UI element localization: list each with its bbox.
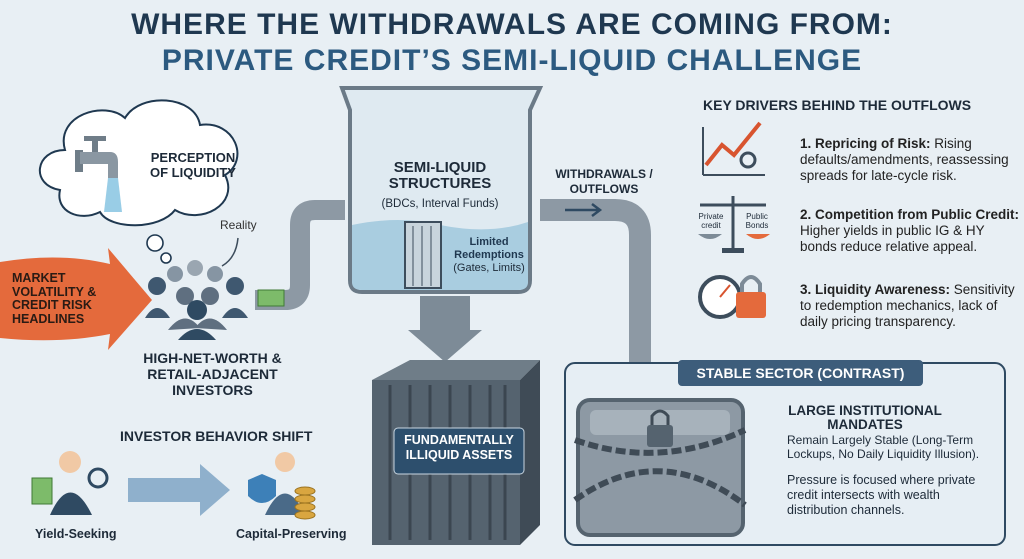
cash-icon	[257, 289, 285, 307]
capital-preserving-label: Capital-Preserving	[236, 527, 347, 541]
chained-chest-icon	[573, 398, 747, 537]
crate-label: FUNDAMENTALLY ILLIQUID ASSETS	[404, 433, 514, 462]
outflow-label: WITHDRAWALS / OUTFLOWS	[555, 167, 653, 196]
illiquid-assets-crate-icon	[372, 360, 540, 545]
stable-title: LARGE INSTITUTIONAL MANDATES	[788, 403, 942, 432]
behavior-shift-heading: INVESTOR BEHAVIOR SHIFT	[120, 428, 313, 444]
driver-text: Higher yields in public IG & HY bonds re…	[800, 223, 985, 254]
driver-text: Sensitivity to redemption mechanics, lac…	[800, 282, 1015, 329]
stable-text-1: Remain Largely Stable (Long-Term Lockups…	[787, 433, 980, 461]
driver-title: 3. Liquidity Awareness:	[800, 282, 951, 297]
yield-seeking-label: Yield-Seeking	[35, 527, 117, 541]
reality-label: Reality	[220, 218, 257, 232]
reality-arrow-icon	[221, 237, 239, 267]
investors-label: HIGH-NET-WORTH & RETAIL-ADJACENT INVESTO…	[143, 350, 282, 398]
scale-right-label: Public Bonds	[745, 212, 769, 230]
capital-preserving-person-icon	[248, 452, 316, 520]
scale-left-label: Private credit	[698, 212, 724, 230]
outflow-pipe	[540, 199, 651, 392]
market-volatility-label: MARKET VOLATILITY & CREDIT RISK HEADLINE…	[12, 271, 97, 326]
driver-item-2: 2. Competition from Public Credit: Highe…	[800, 207, 1020, 255]
outflow-arrow-icon	[565, 203, 603, 217]
driver-text: Rising defaults/amendments, reassessing …	[800, 136, 1009, 183]
title-line-2: PRIVATE CREDIT’S SEMI-LIQUID CHALLENGE	[161, 44, 863, 77]
driver-item-1: 1. Repricing of Risk: Rising defaults/am…	[800, 136, 1020, 184]
title-line-1: WHERE THE WITHDRAWALS ARE COMING FROM:	[131, 8, 893, 41]
driver-item-3: 3. Liquidity Awareness: Sensitivity to r…	[800, 282, 1020, 330]
gate-title: Limited Redemptions	[454, 236, 524, 261]
shift-arrow-icon	[128, 464, 230, 516]
investors-group-icon	[145, 260, 248, 340]
faucet-icon	[75, 136, 122, 212]
semi-liquid-tank-icon	[339, 86, 544, 294]
thought-cloud-icon	[39, 99, 239, 264]
driver-title: 1. Repricing of Risk:	[800, 136, 931, 151]
down-arrow-icon	[408, 296, 482, 362]
rising-risk-chart-icon	[702, 121, 765, 176]
tank-subtitle: (BDCs, Interval Funds)	[381, 198, 499, 210]
stable-text-2: Pressure is focused where private credit…	[787, 473, 976, 517]
tank-title: SEMI-LIQUID STRUCTURES	[388, 159, 492, 192]
drivers-heading: KEY DRIVERS BEHIND THE OUTFLOWS	[703, 97, 972, 113]
inflow-pipe	[255, 200, 345, 310]
balance-scale-icon	[698, 196, 770, 253]
driver-title: 2. Competition from Public Credit:	[800, 207, 1020, 222]
gate-subtitle: (Gates, Limits)	[453, 262, 525, 274]
market-volatility-arrow	[0, 248, 152, 350]
cloud-text: PERCEPTION OF LIQUIDITY	[150, 150, 236, 180]
stable-sector-header: STABLE SECTOR (CONTRAST)	[696, 365, 905, 381]
yield-seeking-person-icon	[31, 451, 109, 515]
stopwatch-lock-icon	[698, 275, 766, 319]
